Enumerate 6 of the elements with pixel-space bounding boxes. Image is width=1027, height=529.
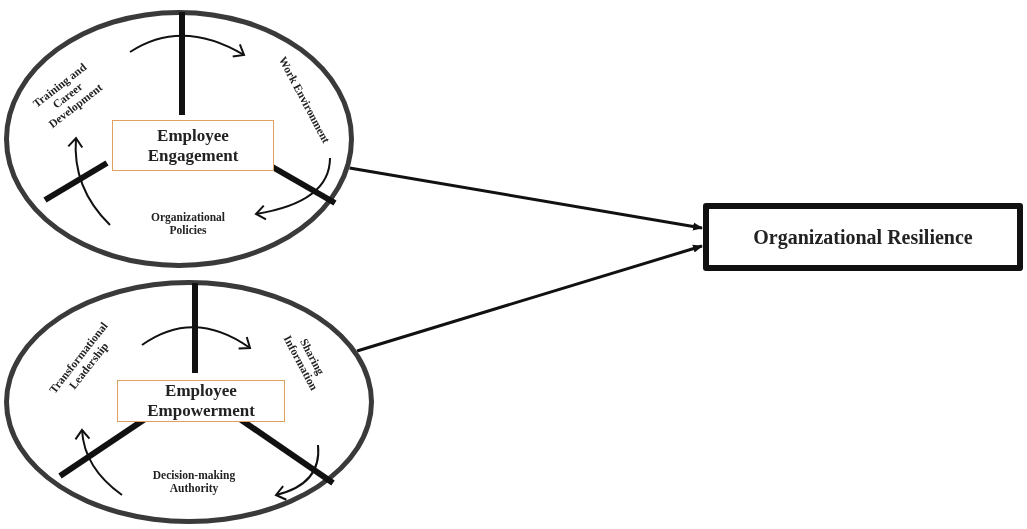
factor-label: Organizational Policies xyxy=(149,210,227,238)
concept-box: Employee Engagement xyxy=(112,120,274,171)
factor-label: Decision-making Authority xyxy=(151,468,237,496)
arrow xyxy=(349,166,703,231)
concept-box: Employee Empowerment xyxy=(117,380,285,422)
outcome-box: Organizational Resilience xyxy=(703,203,1023,271)
